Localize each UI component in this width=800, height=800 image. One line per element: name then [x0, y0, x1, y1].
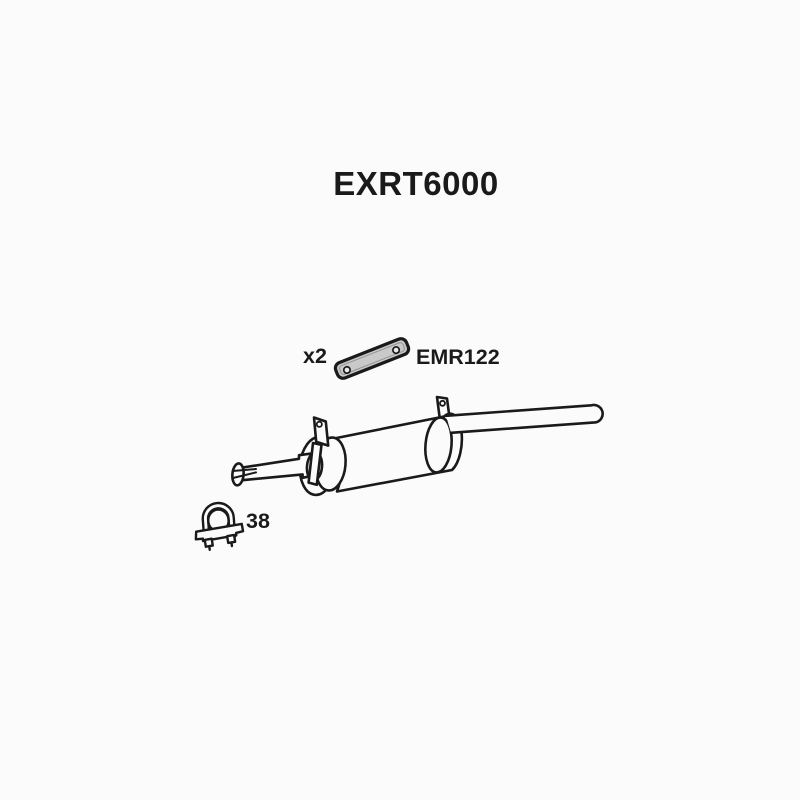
outlet-pipe	[444, 403, 604, 435]
clamp-stud-left	[208, 545, 211, 551]
page-title: EXRT6000	[333, 165, 499, 202]
strap-hole-left	[342, 365, 352, 375]
front-hanger-band	[307, 441, 323, 487]
u-bolt-clamp-icon	[194, 501, 245, 551]
inlet-tip	[231, 462, 245, 487]
mounting-strap-icon	[333, 337, 411, 380]
front-tab-hole	[315, 420, 323, 428]
silencer-body	[332, 412, 464, 493]
strap-quantity-label: x2	[303, 344, 327, 368]
rear-tab-hole	[439, 399, 446, 407]
front-hanger-tab	[312, 416, 330, 447]
inlet-pipe	[235, 451, 319, 482]
exhaust-silencer-drawing	[231, 395, 604, 497]
rear-rim-line	[424, 416, 453, 474]
inlet-tip-slots	[231, 468, 257, 479]
clamp-nut-right	[225, 533, 237, 548]
clamp-nut-left	[203, 537, 214, 551]
strap-plate	[333, 337, 411, 380]
strap-inner-edge	[339, 342, 405, 375]
clamp-nut-left-body	[203, 537, 214, 548]
strap-hole-right	[392, 346, 401, 355]
clamp-saddle	[194, 522, 245, 543]
outlet-pipe-fill	[446, 404, 603, 433]
clamp-size-label: 38	[246, 509, 270, 533]
clamp-nut-right-body	[225, 533, 237, 545]
clamp-stud-right	[230, 541, 234, 548]
strap-part-number-label: EMR122	[416, 345, 500, 369]
